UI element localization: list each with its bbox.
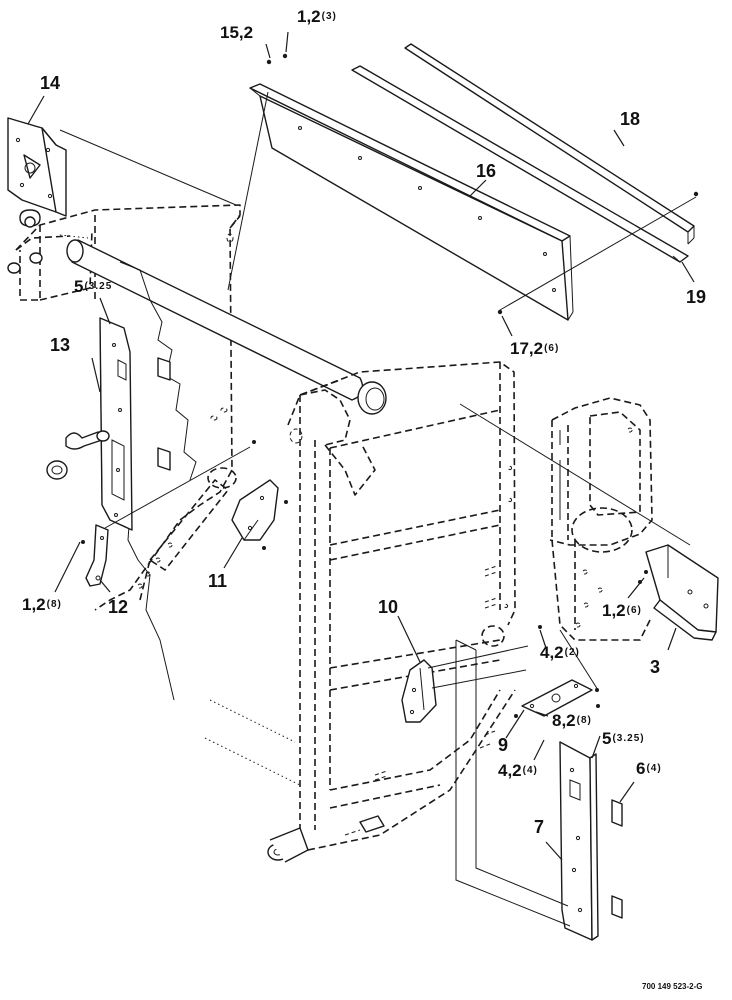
callout-3: 3: [650, 657, 661, 677]
top-channel-part-16: [249, 83, 574, 321]
drawing-number: 700 149 523-2-G: [642, 982, 703, 991]
callout-9: 9: [498, 735, 509, 755]
callout-5-upper: 5(3.25: [74, 277, 113, 296]
plate-part-13: [99, 317, 133, 531]
callout-6: 6(4): [636, 759, 662, 778]
callout-8-2: 8,2(8): [552, 711, 592, 730]
main-frame: [204, 361, 516, 863]
cross-tube: [7, 235, 364, 401]
callout-11: 11: [208, 571, 228, 591]
blocks-right: [611, 799, 623, 919]
callout-4-2-lower: 4,2(4): [498, 761, 538, 780]
callout-14: 14: [40, 73, 61, 93]
callout-19: 19: [686, 287, 707, 307]
bracket-part-3: [645, 544, 719, 641]
latch-knob: [46, 430, 110, 480]
callout-1-2-right: 1,2(6): [602, 601, 642, 620]
callout-12: 12: [108, 597, 129, 617]
callout-18: 18: [620, 109, 641, 129]
callout-4-2-upper: 4,2(2): [540, 643, 580, 662]
callout-13: 13: [50, 335, 71, 355]
callout-1-2-left: 1,2(8): [22, 595, 62, 614]
plate-part-7: [559, 741, 599, 941]
bracket-part-11: [231, 479, 279, 541]
panel-outline: [455, 639, 571, 927]
bracket-part-12: [85, 524, 109, 587]
strip-part-19: [351, 65, 689, 263]
callout-15-2: 15,2: [220, 23, 254, 42]
hardware: [81, 53, 699, 718]
right-side-housing: [549, 397, 653, 641]
bracket-part-14: [7, 117, 67, 228]
bracket-part-10: [401, 659, 437, 723]
callout-1-2-top: 1,2(3): [297, 7, 337, 26]
blocks-left: [157, 357, 171, 471]
callout-5-lower: 5(3.25): [602, 729, 645, 748]
callout-7: 7: [534, 817, 545, 837]
callout-17-2: 17,2(6): [510, 339, 560, 358]
strip-part-18: [404, 43, 695, 245]
leader-lines: [27, 31, 695, 861]
alignment-lines: [59, 91, 697, 691]
callout-16: 16: [476, 161, 497, 181]
callout-10: 10: [378, 597, 399, 617]
